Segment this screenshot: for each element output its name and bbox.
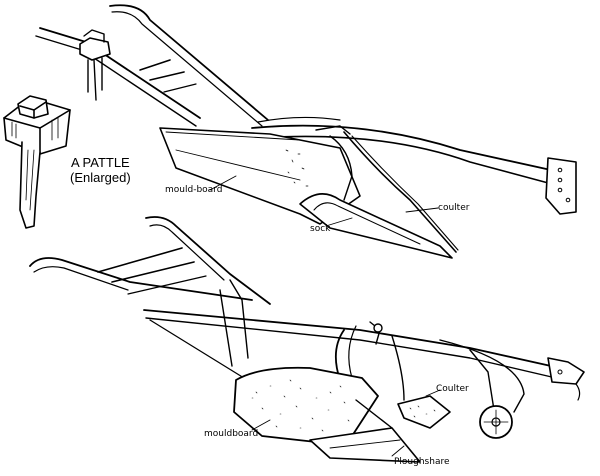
top-mouldboard-label: mould-board [165, 185, 223, 195]
bottom-mouldboard-label: mouldboard [204, 429, 259, 439]
top-mouldboard-pointer [209, 175, 237, 191]
ploughshare-pointer [391, 445, 405, 457]
top-coulter-label: coulter [438, 203, 470, 213]
pattle-title: A PATTLE [70, 155, 130, 170]
pattle-drawing [3, 95, 71, 229]
pattle-title-block: A PATTLE (Enlarged) [70, 156, 131, 184]
ploughshare-label: Ploughshare [394, 457, 450, 467]
bottom-coulter-pointer [425, 389, 441, 397]
bottom-mouldboard-pointer [251, 419, 271, 431]
sock-pointer [325, 217, 353, 227]
bottom-plough-drawing [29, 216, 585, 463]
bottom-coulter-label: Coulter [436, 384, 469, 394]
pattle-subtitle: (Enlarged) [70, 170, 131, 185]
top-coulter-pointer [405, 207, 439, 213]
sock-label: sock [310, 224, 331, 234]
top-plough-drawing [35, 4, 577, 259]
